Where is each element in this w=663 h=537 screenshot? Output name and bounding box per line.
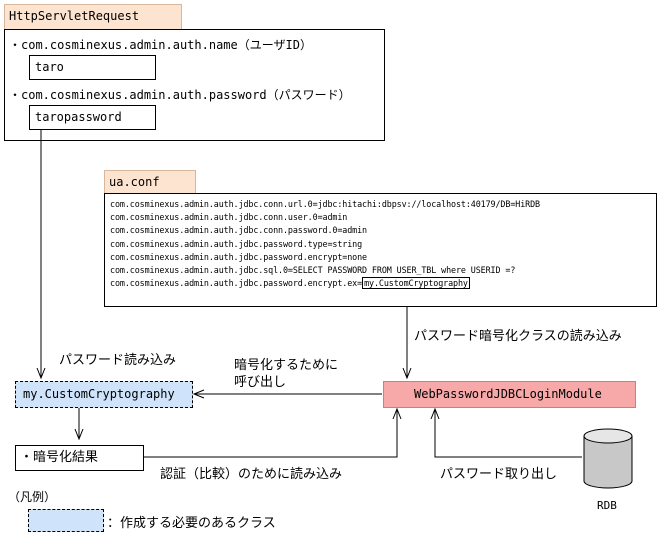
name-value: taro bbox=[35, 60, 64, 74]
conf-line: com.cosminexus.admin.auth.jdbc.conn.user… bbox=[110, 212, 348, 223]
request-box: ・com.cosminexus.admin.auth.name（ユーザID） t… bbox=[4, 29, 385, 141]
rdb-label: RDB bbox=[597, 499, 617, 512]
param-password-label: ・com.cosminexus.admin.auth.password（パスワー… bbox=[9, 88, 351, 102]
arrow-result-to-module bbox=[144, 409, 397, 458]
label-call-encrypt-2: 呼び出し bbox=[234, 375, 287, 390]
conf-line: com.cosminexus.admin.auth.jdbc.password.… bbox=[110, 251, 367, 262]
arrow-db-to-module bbox=[435, 409, 582, 458]
conf-line: com.cosminexus.admin.auth.jdbc.password.… bbox=[110, 238, 363, 249]
rdb-cylinder bbox=[583, 428, 633, 489]
label-load-for-auth: 認証（比較）のために読み込み bbox=[160, 467, 343, 482]
request-title-tab: HttpServletRequest bbox=[4, 4, 182, 29]
conf-line-encrypt-ex: com.cosminexus.admin.auth.jdbc.password.… bbox=[110, 277, 656, 290]
conf-title: ua.conf bbox=[109, 175, 160, 189]
conf-title-tab: ua.conf bbox=[104, 170, 196, 193]
param-name-label: ・com.cosminexus.admin.auth.name（ユーザID） bbox=[9, 38, 312, 52]
label-call-encrypt-1: 暗号化するために bbox=[234, 358, 339, 373]
conf-line: com.cosminexus.admin.auth.jdbc.sql.0=SEL… bbox=[110, 265, 516, 276]
encryption-result-label: ・暗号化結果 bbox=[20, 450, 99, 465]
conf-line: com.cosminexus.admin.auth.jdbc.conn.pass… bbox=[110, 225, 367, 236]
legend-swatch bbox=[28, 509, 104, 532]
label-fetch-password: パスワード取り出し bbox=[440, 467, 558, 482]
encrypt-ex-value: my.CustomCryptography bbox=[362, 277, 470, 290]
label-load-class: パスワード暗号化クラスの読み込み bbox=[414, 329, 622, 344]
login-module-label: WebPasswordJDBCLoginModule bbox=[414, 387, 602, 401]
name-value-field: taro bbox=[29, 55, 156, 80]
conf-line: com.cosminexus.admin.auth.jdbc.conn.url.… bbox=[110, 199, 540, 209]
legend-title: （凡例） bbox=[8, 490, 57, 504]
encryption-result: ・暗号化結果 bbox=[15, 445, 144, 471]
request-title: HttpServletRequest bbox=[9, 9, 140, 23]
legend-description: ：作成する必要のあるクラス bbox=[107, 516, 276, 531]
custom-cryptography-class: my.CustomCryptography bbox=[15, 381, 193, 408]
custom-class-label: my.CustomCryptography bbox=[23, 387, 175, 401]
encrypt-ex-key: com.cosminexus.admin.auth.jdbc.password.… bbox=[110, 278, 363, 289]
password-value-field: taropassword bbox=[29, 105, 156, 130]
conf-box: com.cosminexus.admin.auth.jdbc.conn.url.… bbox=[104, 193, 657, 307]
password-value: taropassword bbox=[35, 110, 122, 124]
login-module: WebPasswordJDBCLoginModule bbox=[383, 381, 636, 408]
label-load-password: パスワード読み込み bbox=[59, 353, 177, 368]
